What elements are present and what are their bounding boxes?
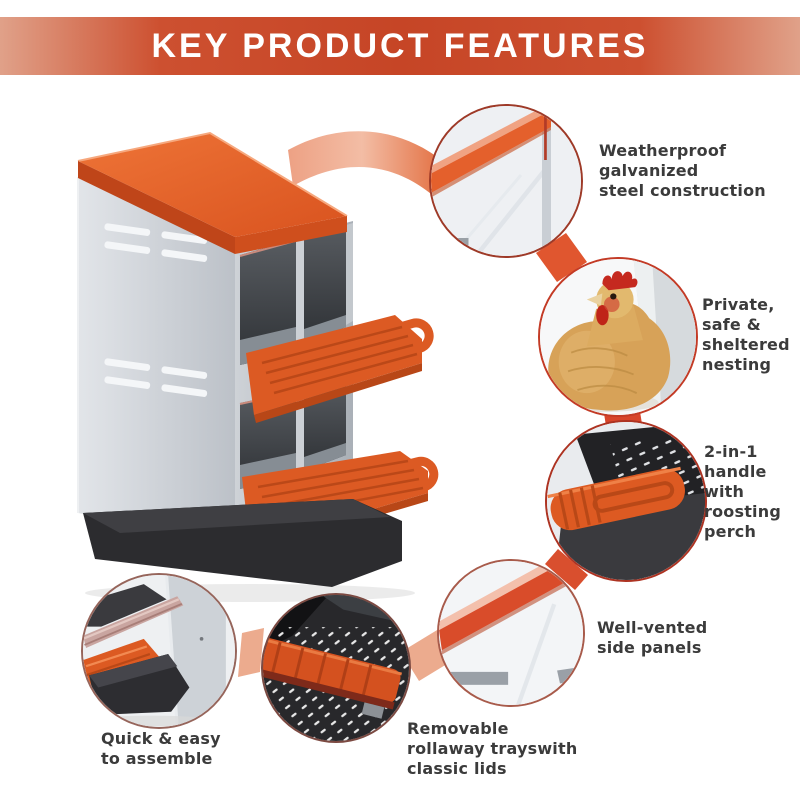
galvanized-steel-roof-corner-photo — [431, 106, 581, 256]
callout-circle-vented-panels — [437, 559, 585, 707]
vented-side-panel-photo — [439, 561, 583, 705]
dark-base-tray — [89, 654, 190, 715]
feature-label-rollaway-trays: Removable rollaway trayswith classic lid… — [407, 719, 578, 778]
ribbon-handle-to-vent — [545, 549, 588, 590]
orange-handle-perch-photo — [547, 422, 705, 580]
orange-roof — [77, 131, 348, 254]
assembled-base-corner-photo — [83, 575, 235, 727]
roof-edge-band — [439, 561, 583, 651]
header-banner: KEY PRODUCT FEATURES — [0, 17, 800, 75]
beak — [586, 293, 603, 306]
feature-label-private-nesting: Private, safe & sheltered nesting — [702, 295, 790, 374]
callout-circle-weatherproof-steel — [429, 104, 583, 258]
metal-rail — [83, 596, 184, 648]
roof-edge-band — [431, 115, 551, 193]
callout-circle-handle-perch — [545, 420, 707, 582]
orange-handle — [547, 466, 685, 531]
vent-slot — [450, 671, 509, 685]
hen — [548, 271, 671, 411]
callout-circle-private-nesting — [538, 257, 698, 417]
ribbon-roof-to-steel — [288, 131, 436, 198]
vent-slots-upper — [104, 223, 208, 262]
feature-label-easy-assembly: Quick & easy to assemble — [101, 729, 221, 768]
wattle — [596, 305, 609, 326]
comb — [602, 271, 638, 291]
orange-lid — [263, 637, 403, 719]
callout-circle-rollaway-tray — [261, 593, 411, 743]
eye — [610, 293, 617, 300]
callout-circle-easy-assembly — [81, 573, 237, 729]
feature-label-vented-panels: Well-vented side panels — [597, 618, 708, 657]
perforated-rollaway-tray-photo — [263, 595, 409, 741]
vent-slots-lower — [104, 358, 208, 397]
feature-label-handle-perch: 2-in-1 handle with roosting perch — [704, 442, 781, 541]
left-side-panel — [77, 175, 235, 543]
ribbon-tray-to-assembly — [238, 628, 264, 677]
hen-in-nest-photo — [540, 259, 696, 415]
feature-label-weatherproof-steel: Weatherproof galvanized steel constructi… — [599, 141, 766, 200]
page-title: KEY PRODUCT FEATURES — [151, 26, 649, 65]
base-tray — [83, 499, 402, 587]
product-photo-nesting-box — [77, 131, 439, 602]
upper-perch-handle — [246, 315, 434, 423]
